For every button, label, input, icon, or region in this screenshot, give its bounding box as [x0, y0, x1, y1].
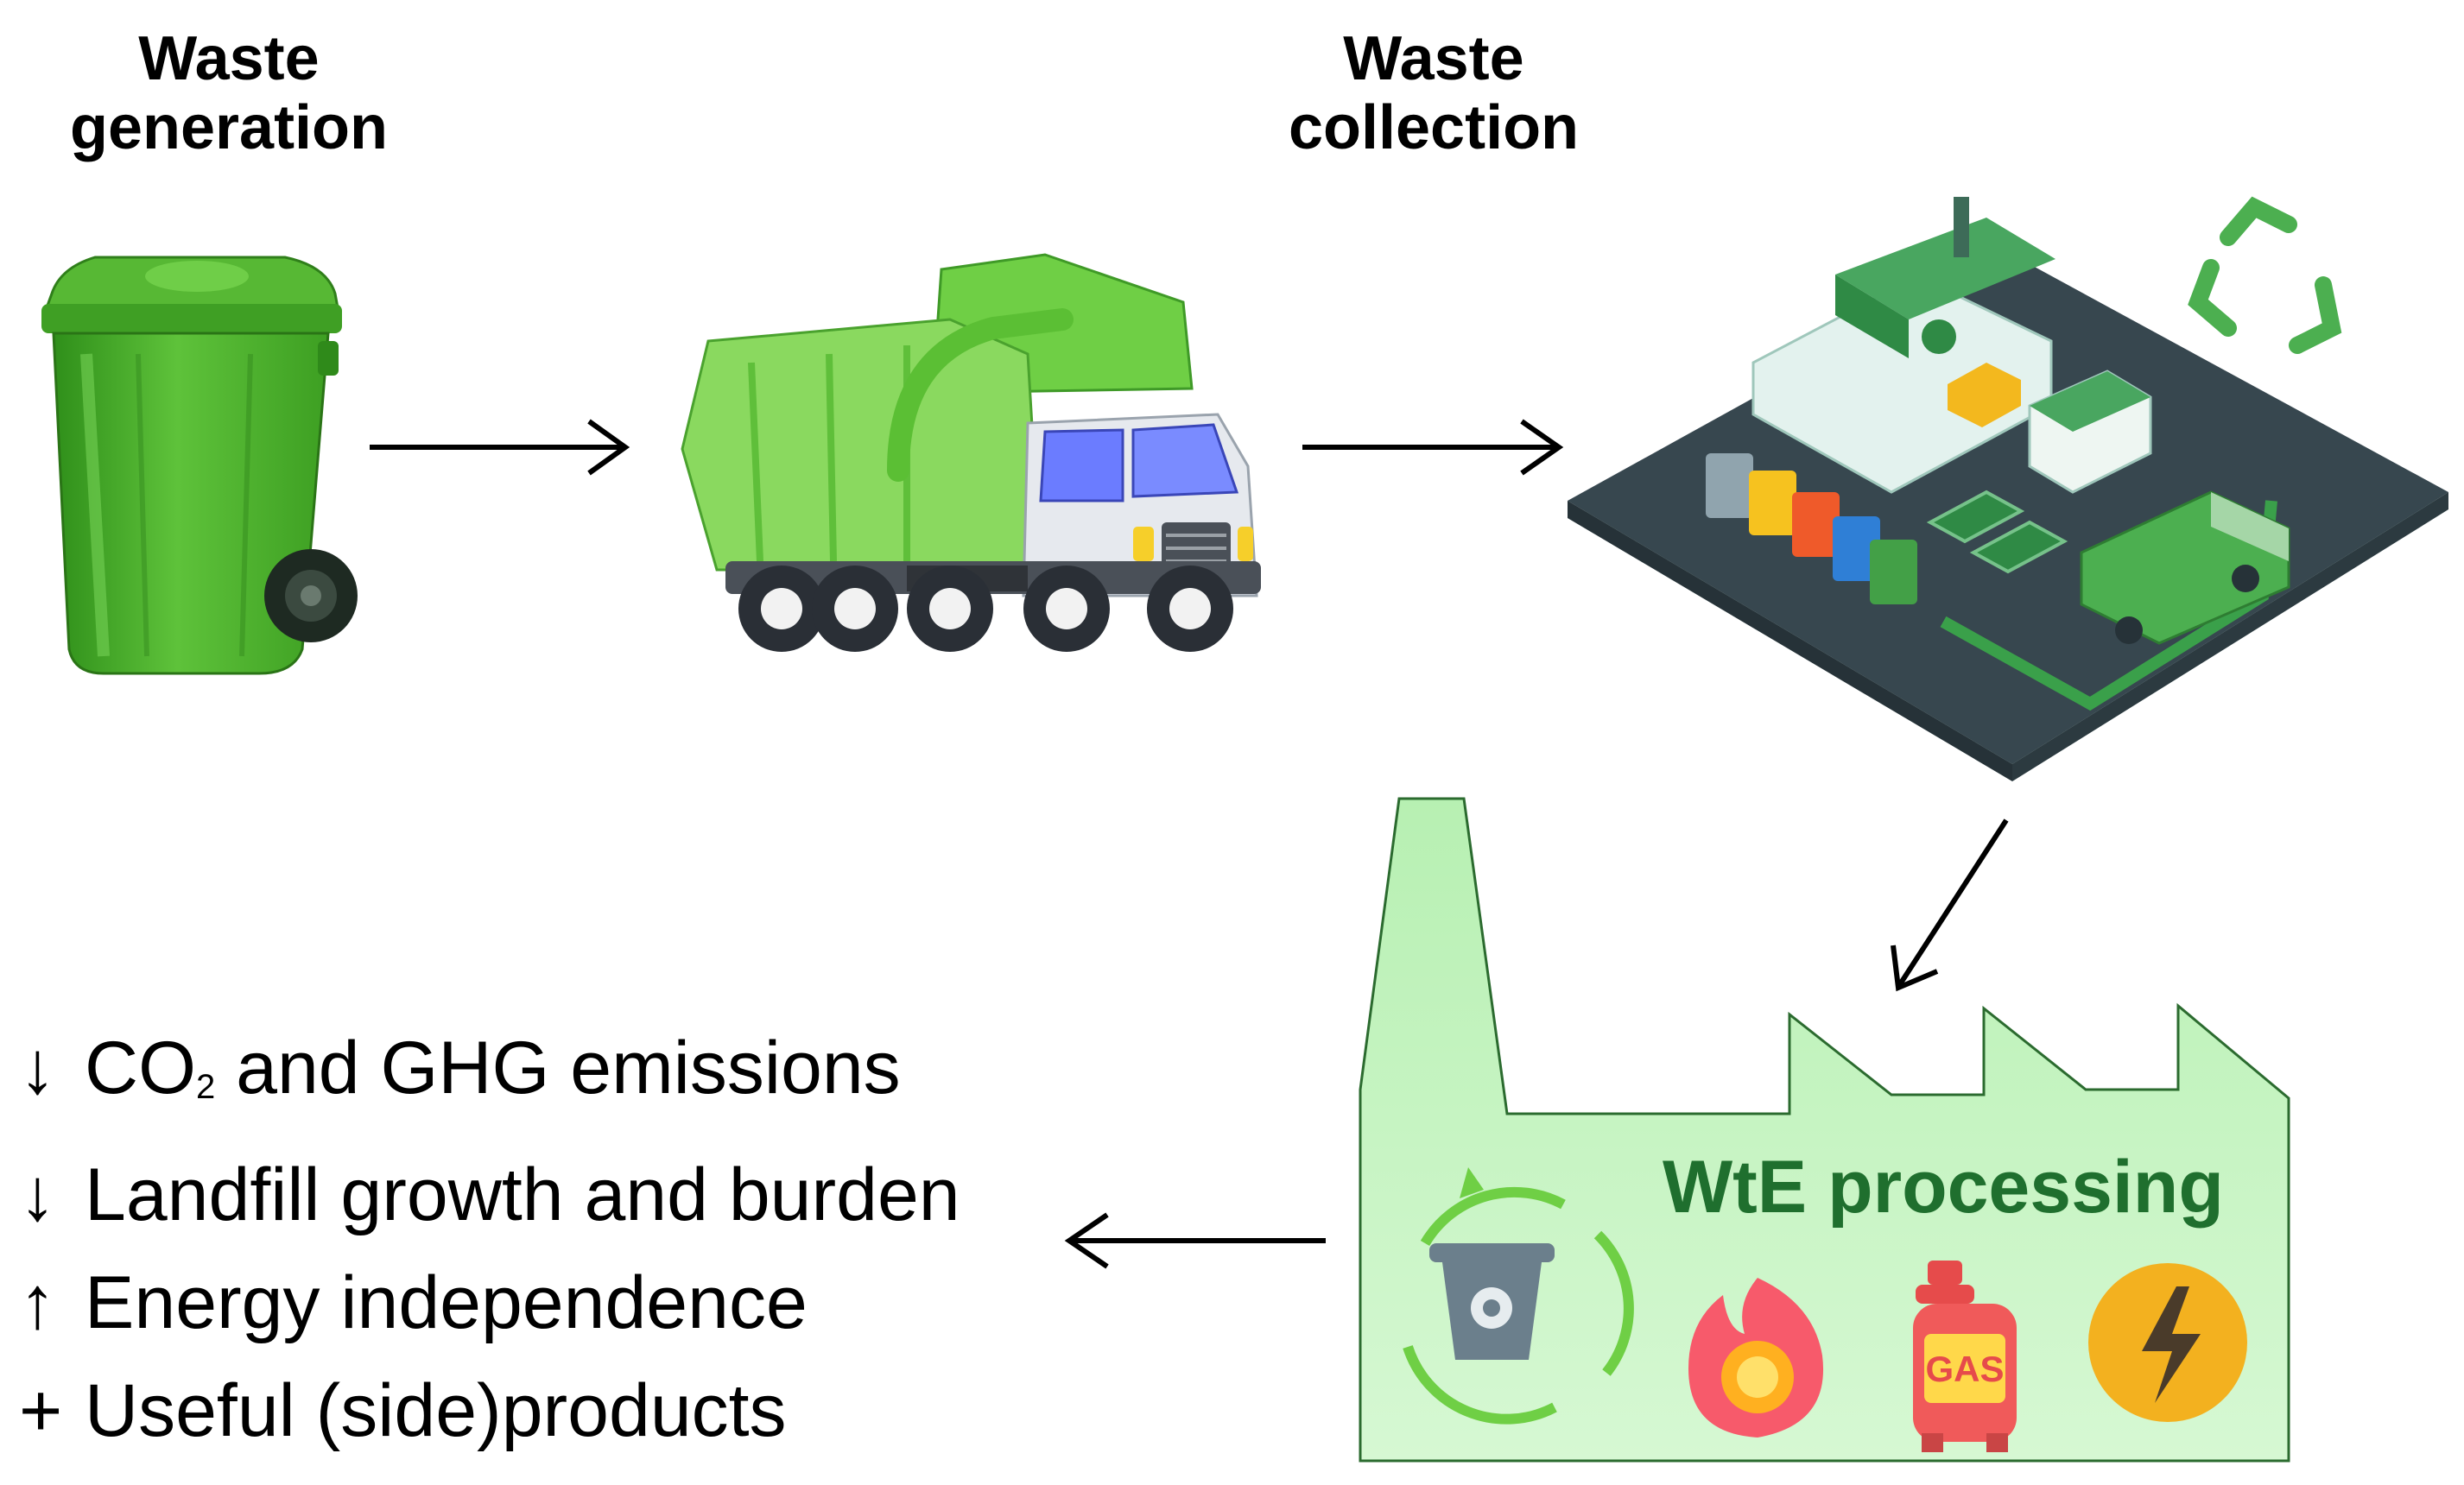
truck-wheels [738, 566, 1233, 652]
arrow-plant-to-wte [1891, 818, 2009, 992]
waste-bin-icon [41, 256, 358, 675]
benefit-energy: ↑ Energy independence [19, 1249, 960, 1357]
arrow-generation-to-collection [370, 419, 630, 476]
benefit-emissions-text-post: and GHG emissions [215, 1027, 901, 1109]
up-arrow-icon: ↑ [19, 1261, 56, 1344]
wte-processing-title: WtE processing [1663, 1146, 2224, 1229]
garbage-truck-icon [681, 253, 1261, 652]
waste-generation-label-line1: Waste [138, 24, 320, 93]
plus-icon: + [19, 1369, 63, 1452]
waste-collection-label: Waste collection [1235, 24, 1632, 162]
arrow-wte-to-benefits [1064, 1212, 1326, 1269]
benefit-landfill-text: Landfill growth and burden [85, 1153, 960, 1236]
waste-collection-label-line1: Waste [1343, 24, 1524, 93]
electricity-icon [2088, 1263, 2247, 1422]
benefit-emissions-text-pre: CO [85, 1027, 196, 1109]
gas-cylinder-icon: GAS [1913, 1261, 2017, 1452]
recycle-symbol-icon [2188, 196, 2342, 354]
waste-generation-label: Waste generation [26, 24, 432, 162]
recycling-bin-icon [1403, 1167, 1634, 1425]
benefit-energy-text: Energy independence [85, 1261, 808, 1344]
wte-factory-outline [1359, 797, 2290, 1463]
recycling-plant-icon [1568, 196, 2448, 781]
waste-collection-label-line2: collection [1288, 93, 1580, 162]
flame-icon [1688, 1278, 1824, 1438]
arrow-collection-to-plant [1302, 419, 1564, 476]
benefit-emissions: ↓ CO2 and GHG emissions [19, 1014, 960, 1141]
sorting-bins [1706, 453, 1917, 604]
benefit-emissions-subscript: 2 [196, 1068, 216, 1106]
benefit-products-text: Useful (side)products [85, 1369, 787, 1452]
waste-generation-label-line2: generation [69, 93, 389, 162]
gas-label: GAS [1925, 1349, 2004, 1389]
down-arrow-icon: ↓ [19, 1153, 56, 1236]
benefit-landfill: ↓ Landfill growth and burden [19, 1141, 960, 1249]
benefit-products: + Useful (side)products [19, 1357, 960, 1465]
down-arrow-icon: ↓ [19, 1027, 56, 1109]
benefits-list: ↓ CO2 and GHG emissions ↓ Landfill growth … [19, 1014, 960, 1465]
